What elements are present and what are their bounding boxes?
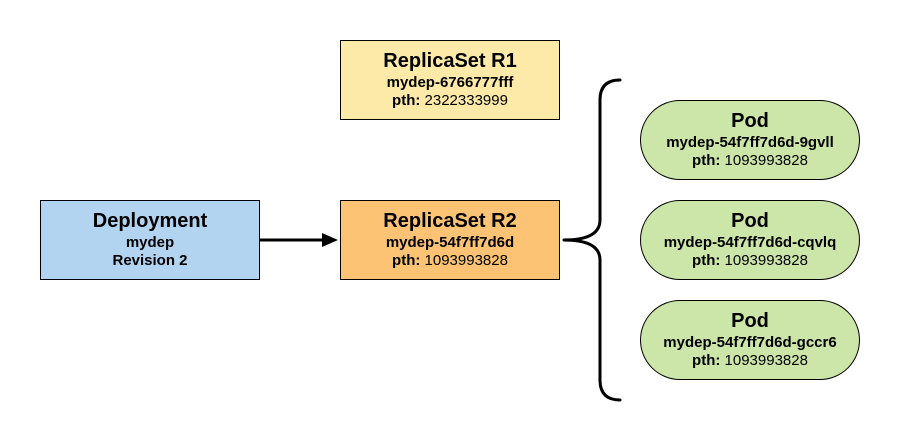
pod-group-brace: [562, 78, 622, 402]
replicaset-r2-pth: pth: 1093993828: [392, 252, 508, 270]
deployment-node: Deployment mydep Revision 2: [40, 200, 260, 280]
replicaset-r1-node: ReplicaSet R1 mydep-6766777fff pth: 2322…: [340, 40, 560, 120]
pod-title: Pod: [731, 309, 769, 332]
pod-pth-label: pth:: [692, 252, 721, 269]
pod-pth: pth: 1093993828: [692, 352, 808, 370]
pod-name: mydep-54f7ff7d6d-9gvll: [666, 133, 834, 151]
pod-node: Pod mydep-54f7ff7d6d-gccr6 pth: 10939938…: [640, 300, 860, 380]
replicaset-r1-pth-value: 2322333999: [424, 92, 508, 109]
replicaset-r2-name: mydep-54f7ff7d6d: [385, 233, 515, 251]
pod-pth-label: pth:: [692, 352, 721, 369]
pod-pth: pth: 1093993828: [692, 152, 808, 170]
deployment-name: mydep: [125, 233, 175, 251]
arrow-head-icon: [322, 233, 338, 247]
deployment-title: Deployment: [92, 209, 208, 232]
pod-pth-value: 1093993828: [724, 152, 808, 169]
replicaset-r1-name: mydep-6766777fff: [386, 73, 514, 91]
pod-name: mydep-54f7ff7d6d-gccr6: [663, 333, 837, 351]
deployment-revision: Revision 2: [112, 252, 188, 269]
pod-name: mydep-54f7ff7d6d-cqvlq: [663, 233, 837, 251]
pod-node: Pod mydep-54f7ff7d6d-9gvll pth: 10939938…: [640, 100, 860, 180]
pod-pth-label: pth:: [692, 152, 721, 169]
replicaset-r1-pth-label: pth:: [392, 92, 421, 109]
replicaset-r1-pth: pth: 2322333999: [392, 92, 508, 110]
pod-pth: pth: 1093993828: [692, 252, 808, 270]
pod-node: Pod mydep-54f7ff7d6d-cqvlq pth: 10939938…: [640, 200, 860, 280]
replicaset-r1-title: ReplicaSet R1: [383, 49, 517, 72]
pod-pth-value: 1093993828: [724, 252, 808, 269]
pod-title: Pod: [731, 209, 769, 232]
pod-pth-value: 1093993828: [724, 352, 808, 369]
replicaset-r2-node: ReplicaSet R2 mydep-54f7ff7d6d pth: 1093…: [340, 200, 560, 280]
replicaset-r2-pth-label: pth:: [392, 252, 421, 269]
pod-title: Pod: [731, 109, 769, 132]
replicaset-r2-title: ReplicaSet R2: [383, 209, 517, 232]
replicaset-r2-pth-value: 1093993828: [424, 252, 508, 269]
